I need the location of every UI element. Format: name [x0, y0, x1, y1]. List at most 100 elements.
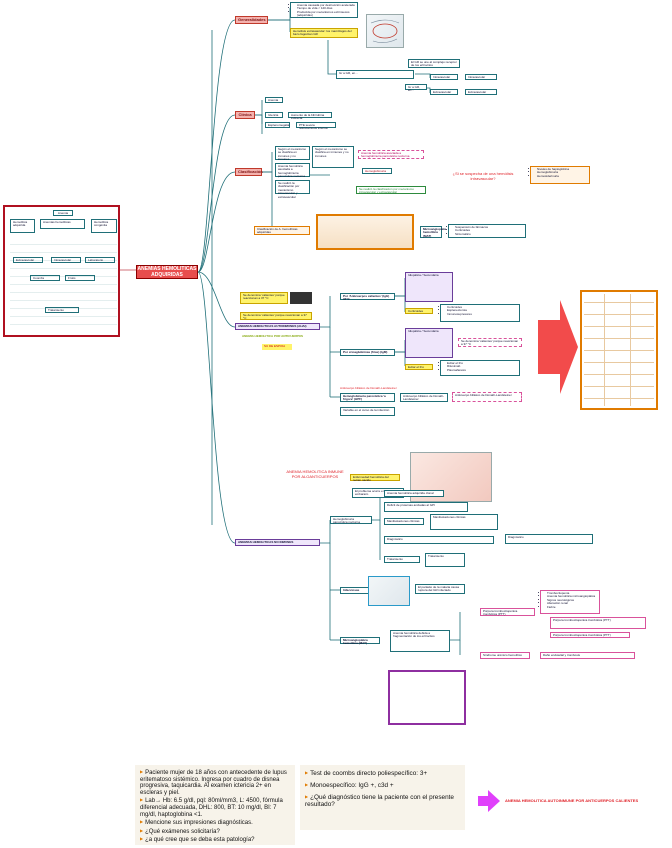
calientes-photo — [290, 292, 312, 304]
mecanismo-box: Gr a GR, en... — [336, 70, 414, 79]
ptt-box: Púrpura trombocitopénica trombótica (PTT… — [480, 608, 535, 616]
shu-note: Daño endotelial y trombosis — [540, 652, 635, 659]
case-line: ¿Qué diagnóstico tiene la paciente con e… — [305, 793, 460, 808]
treat-item: Corticoides — [455, 228, 523, 232]
infecciosas-box: Infecciosas — [340, 587, 370, 594]
clinica-esplenomegalia: Esplenomegalia — [265, 122, 290, 128]
bullet: Tiempo de vida < 120 días — [297, 6, 355, 10]
mat-diagram-image — [388, 670, 466, 725]
clasificacion-treat: Suspensión de fármacos Corticoides Sinto… — [448, 224, 526, 238]
ahai-calientes-treat: Corticoides Esplenectomía Inmunosupresor… — [440, 304, 520, 322]
case-line: Monoespecífico: IgG +, c3d + — [305, 781, 460, 789]
ahai-hpf-pink: Anticuerpo bifásico de Donath-Landsteine… — [452, 392, 522, 402]
treat-item: Suspensión de fármacos — [455, 225, 523, 229]
clinical-case-box: Paciente mujer de 18 años con antecedent… — [135, 765, 295, 845]
left-map-item: Anemias hemolíticas — [40, 219, 85, 229]
mat-note: Anemia hemolítica debida a fragmentación… — [390, 630, 450, 652]
hpn-item-note: Diagnóstico — [505, 534, 593, 544]
question-item: Hemosiderinuria — [537, 174, 587, 178]
treat-item: Sintomático — [455, 232, 523, 236]
shu-box: Síndrome urémico hemolítico — [480, 652, 530, 659]
left-map-item: Intravascular — [51, 257, 81, 263]
mat-box: Microangiopática hemolítica (MAT) — [340, 637, 380, 645]
branch-clinica: Clínica — [235, 111, 255, 119]
calientes-note: Se denomina 'calientes' porque reacciona… — [240, 292, 288, 304]
hpn-item: Anemia hemolítica adquirida clonal — [384, 490, 444, 497]
treat-item: Rituximab — [447, 364, 517, 368]
clinica-anemia: Anemia — [265, 97, 283, 103]
treat-item: Evitar el frío — [447, 361, 517, 365]
left-map-item: Extravascular — [13, 257, 43, 263]
ahai-frios-treat-label: Evitar el frío — [405, 364, 433, 370]
ahai-calientes-detail: Idiopática / Secundaria — [405, 272, 453, 302]
malaria-image — [368, 576, 410, 606]
clasificacion-box2: Anemia hemolítica asociada a hemoglobinu… — [275, 163, 310, 178]
left-map-title: Anemia — [53, 210, 73, 216]
treat-item: Inmunosupresores — [447, 312, 517, 316]
infecciosas-note: El parásito de la malaria causa ruptura … — [415, 584, 465, 594]
ptt-item: Trombocitopenia — [547, 591, 597, 595]
branch-generalidades: Generalidades — [235, 16, 268, 24]
ptt-detail: Púrpura trombocitopénica trombótica (PTT… — [550, 617, 646, 629]
big-arrow — [538, 300, 578, 394]
branch-no-inmunes: ANEMIAS HEMOLITICAS NO INMUNES — [235, 539, 320, 546]
case-line: ¿Qué exámenes solicitaría? — [140, 828, 290, 836]
intravascular-detail: Intravascular — [465, 74, 497, 80]
left-map-item: Hemolítica adquirida — [10, 219, 35, 233]
ahai-hpf-note: Anticuerpo bifásico de Donath-Landsteine… — [400, 393, 448, 402]
hpn-item: Tratamiento — [384, 556, 420, 563]
microangiopatia-box: Microangiopatía hemolítica (MAT) — [420, 226, 446, 238]
hpn-treat: Tratamiento — [425, 553, 465, 567]
generalidades-bullets: Anemia causada por destrucción acelerada… — [290, 2, 358, 18]
central-topic: ANEMIAS HEMOLITICAS ADQUIRIDAS — [136, 265, 198, 279]
spleen-sketch — [370, 19, 400, 43]
ahai-sub-label: SU DE ESPOIA — [262, 344, 292, 350]
extravascular-box: Extravascular — [430, 89, 458, 95]
hpn-detail: Manifestaciones clínicas — [430, 514, 498, 530]
intravascular-question: ¿Si se sospecha de una hemólisis intrava… — [452, 171, 514, 181]
hpn-box: Hemoglobinuria paroxística nocturna — [330, 516, 372, 524]
extravascular-detail: Extravascular — [465, 89, 497, 95]
spleen-diagram-image — [366, 14, 404, 48]
intravascular-box: Intravascular — [430, 74, 458, 80]
aloanticuerpos-title: ANEMIA HEMOLITICA INMUNE POR ALOANTICUER… — [286, 469, 344, 479]
ptt-item: Alteración renal — [547, 601, 597, 605]
ptt-item: Anemia hemolítica microangiopática — [547, 594, 597, 598]
clasificacion-box3: Se realizó la clasificación por mecanism… — [275, 180, 310, 198]
left-map-item: Hemolítica congénita — [91, 219, 117, 233]
hemolisis-box: Hemólisis extravascular: los macrófagos … — [290, 28, 358, 38]
left-map-item: Coombs — [30, 275, 60, 281]
treat-item: Corticoides — [447, 305, 517, 309]
case-line: ¿a qué cree que se deba esta patología? — [140, 836, 290, 844]
ahai-hpf-bottom: Variable en el curso de la infección — [340, 407, 395, 416]
ptt-lab: Púrpura trombocitopénica trombótica (PTT… — [550, 632, 630, 638]
left-map-item: Tratamiento — [45, 307, 79, 313]
ahai-frios-detail: Idiopática / Secundaria — [405, 328, 453, 358]
clasificacion-box1: Según el mecanismo se clasifica en inmun… — [275, 146, 310, 161]
ahai-frios: Por crioaglutininas (frías) (IgM) — [340, 349, 395, 356]
treat-item: Plasmaféresis — [447, 368, 517, 372]
intravascular-question-list: Niveles de haptoglobina Hemoglobinuria H… — [530, 166, 590, 184]
left-map-item: Frotis — [65, 275, 95, 281]
clinica-ictericia: Ictericia — [265, 112, 283, 118]
question-item: Hemoglobinuria — [537, 170, 587, 174]
clasificacion-diagram-image — [316, 214, 414, 250]
branch-clasificacion: Clasificación — [235, 168, 263, 176]
hemoglobinuria-box: Hemoglobinuria — [362, 168, 392, 174]
clinica-ictericia-note: Aumento de la bilirrubina indirecta — [288, 112, 332, 120]
generalidades-note: El GR se une al complejo receptor de los… — [408, 59, 460, 68]
clasificacion-green-note: Se realizó la clasificación por mecanism… — [356, 186, 426, 194]
bullet: Anemia causada por destrucción acelerada — [297, 3, 355, 7]
ptt-item: Fiebre — [547, 605, 597, 609]
left-map-item: Laboratorio — [85, 257, 115, 263]
hpn-item: Déficit de proteínas ancladas al GPI — [384, 502, 468, 512]
answer-arrow — [478, 790, 500, 812]
ahai-main-label: ANEMIA HEMOLITICA POR ANTICUERPOS — [240, 334, 320, 340]
question-item: Niveles de haptoglobina — [537, 167, 587, 171]
case-line: Test de coombs directo poliespecífico: 3… — [305, 769, 460, 777]
aloanticuerpos-box: Enfermedad hemolítica del recién nacido — [350, 474, 400, 482]
comparison-table-image — [580, 290, 658, 410]
gr-note: Gr a GR, en... — [405, 84, 427, 92]
case-line: Mencione sus impresiones diagnósticas. — [140, 819, 290, 827]
ahai-calientes-treat-label: Corticoides — [405, 308, 433, 314]
